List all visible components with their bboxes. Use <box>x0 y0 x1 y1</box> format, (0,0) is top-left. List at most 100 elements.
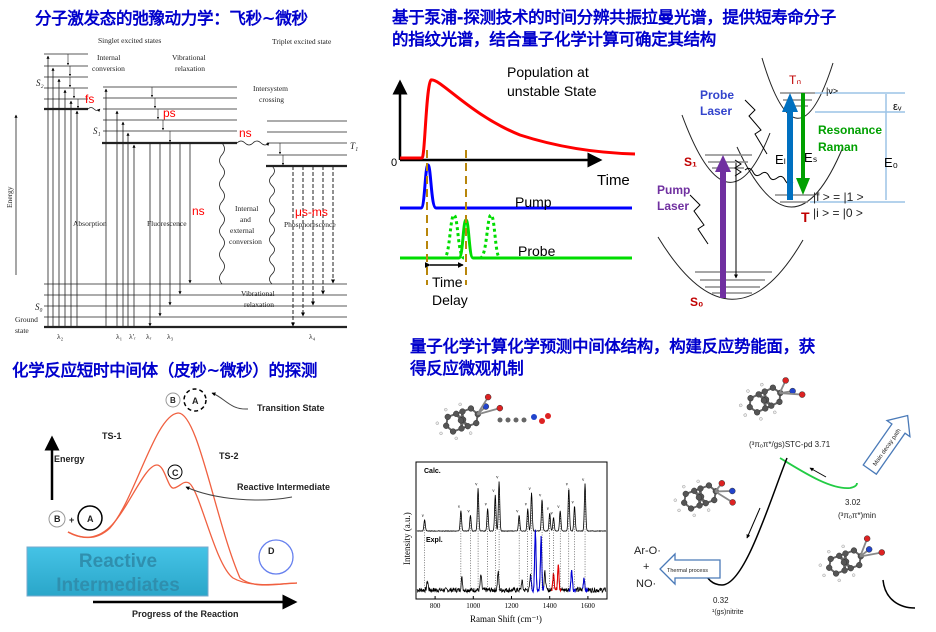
internal-conversion-wave <box>219 142 225 285</box>
fluorescence-label: Fluorescence <box>147 219 187 228</box>
carbon-atom <box>827 555 834 562</box>
hetero-atom <box>865 546 873 553</box>
descent-direction-arrow <box>746 507 761 539</box>
peak-label-nu: ν <box>557 505 560 510</box>
probe-label: Probe <box>518 243 556 259</box>
energy-guides <box>810 92 905 203</box>
lambda-r: λᵣ <box>146 332 152 341</box>
isc-wave <box>236 140 270 147</box>
hydrogen-atom <box>696 479 700 484</box>
species-a <box>77 505 103 531</box>
reaction-diagram <box>26 388 298 610</box>
vib-relax-top-label-2: relaxation <box>175 64 205 73</box>
thermal-label: Thermal process <box>667 568 708 574</box>
decay-direction-arrow <box>809 467 827 478</box>
t-state-label: T <box>801 209 810 225</box>
ic-wave <box>87 107 101 113</box>
pump-laser-label: Pump <box>657 183 690 197</box>
vib-relax-bottom-label-2: relaxation <box>244 300 274 309</box>
calc-spectrum <box>416 481 607 532</box>
ts-pointer-arrow <box>211 392 249 410</box>
population-label: Population at <box>507 64 589 80</box>
isc-relaxation-wave <box>269 165 275 285</box>
s0-label: S₀ <box>35 302 43 312</box>
carbon-atom <box>702 500 709 507</box>
nitrite-value: 0.32 <box>713 596 729 605</box>
carbon-atom <box>682 490 689 497</box>
peak-label-nu: ν <box>458 505 461 510</box>
oxygen-atom <box>545 413 551 419</box>
reaction-path-intermediate <box>67 464 298 586</box>
ground-state-label: Ground <box>15 315 38 324</box>
triplet-label: Triplet excited state <box>272 37 332 46</box>
hydrogen-atom <box>673 498 677 502</box>
peak-label-nu: ν <box>516 509 519 514</box>
ts1-label: TS-1 <box>102 431 122 441</box>
hetero-atom <box>729 487 736 495</box>
t1-label: T₁ <box>350 141 358 151</box>
time-ns-fluorescence: ns <box>192 204 205 218</box>
carbon-atom <box>453 410 460 417</box>
hetero-atom <box>863 535 871 542</box>
expl-label: Expl. <box>426 537 443 544</box>
carbon-atom <box>754 409 761 416</box>
energy-label: Energy <box>54 454 85 464</box>
reactive-intermediates-box <box>26 546 209 597</box>
population-curve <box>400 78 636 160</box>
bond <box>714 490 734 504</box>
singlet-label: Singlet excited states <box>98 36 161 45</box>
hydrogen-atom <box>851 573 856 577</box>
s1-state-label: S₁ <box>684 155 697 169</box>
hydrogen-atom <box>841 544 845 549</box>
nitrite-label: ¹(gs)nitrite <box>712 609 744 616</box>
absorption-label: Absorption <box>73 219 107 228</box>
main-decay-arrow: Main decay path <box>862 414 911 476</box>
s2-label: S₂ <box>36 78 44 88</box>
lambda-1: λ₁ <box>116 332 123 341</box>
carbon-atom <box>687 505 695 512</box>
hydrogen-atom <box>454 436 458 441</box>
box-label-2: Intermediates <box>56 575 180 596</box>
hetero-atom <box>878 549 885 556</box>
species-a-label: A <box>87 514 94 524</box>
reaction-labels: B A Transition State TS-1 TS-2 Energy C … <box>54 396 330 619</box>
delay-label-2: Delay <box>432 292 468 308</box>
min-label: (³πₒπ*)min <box>838 511 876 520</box>
peak-label-nu: ν <box>551 512 554 517</box>
raman-ylabel: Intensity (a.u.) <box>402 512 412 565</box>
hydrogen-atom <box>692 513 696 518</box>
ground-curve-right <box>882 579 916 609</box>
resonance-raman-labels: Tₙ |ν> Probe Laser Resonance Raman Eₗ Eₛ… <box>657 73 902 309</box>
hydrogen-atom <box>773 410 777 415</box>
hydrogen-atom <box>444 407 448 412</box>
i-state: |i > = |0 > <box>813 206 863 220</box>
carbon-atom <box>776 398 783 405</box>
lambda-3: λ₃ <box>167 332 174 341</box>
time-fs: fs <box>85 92 94 106</box>
ground-state-label-2: state <box>15 326 29 335</box>
carbon-atom <box>747 395 754 402</box>
title-pump-probe-line2: 的指纹光谱，结合量子化学计算可确定其结构 <box>392 30 717 49</box>
hydrogen-atom <box>743 413 747 417</box>
pes-labels: (³πₒπ*/gs)STC-pd 3.71 3.02 (³πₒπ*)min 0.… <box>634 440 876 616</box>
origin-label: 0 <box>391 157 397 169</box>
s0-state-label: S₀ <box>690 295 703 309</box>
isc-wave <box>734 159 794 185</box>
jablonski-labels: Singlet excited states Triplet excited s… <box>5 36 358 341</box>
pump-lightning-icon <box>689 194 709 245</box>
resonance-raman-diagram <box>657 57 905 300</box>
stc-label: (³πₒπ*/gs)STC-pd 3.71 <box>749 440 831 449</box>
title-pump-probe-line1: 基于泵浦-探测技术的时间分辨共振拉曼光谱，提供短寿命分子 <box>392 8 836 27</box>
pes-molecules <box>673 377 885 583</box>
hydrogen-atom <box>837 578 841 583</box>
probe-laser-label: Probe <box>700 88 734 102</box>
x-tick-label: 1000 <box>466 602 481 610</box>
peak-label-nu: ν <box>496 476 499 481</box>
expl-band-red <box>551 564 562 593</box>
ground-curve <box>704 457 788 586</box>
transition-state-label: Transition State <box>257 403 325 413</box>
peak-label-nu: ν <box>422 514 425 519</box>
chain-atom <box>521 417 527 423</box>
hydrogen-atom <box>746 389 750 393</box>
